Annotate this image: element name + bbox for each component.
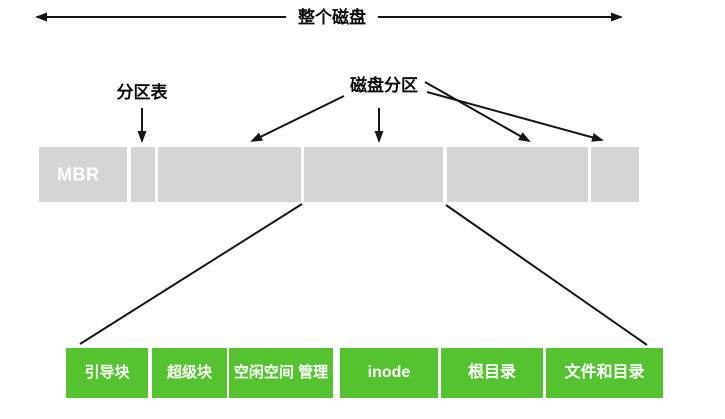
fs-segment-boot-block: 引导块 [66, 348, 148, 398]
disk-segment-partition-1 [158, 147, 301, 202]
fs-segment-label: 根目录 [467, 364, 516, 381]
fs-segment-label: 文件和目录 [564, 364, 645, 381]
disk-bar: MBR [39, 147, 639, 202]
disk-partition-arrows [250, 81, 604, 143]
fs-segment-label: 空闲空间 管理 [233, 364, 329, 381]
fs-segment-super-block: 超级块 [152, 348, 227, 398]
fs-segment-label: 超级块 [166, 364, 212, 381]
disk-segment-partition-table [131, 147, 155, 202]
fs-segment-label: 引导块 [84, 364, 130, 381]
fs-segment-inode: inode [340, 348, 438, 398]
fs-segment-free-space-mgmt: 空闲空间 管理 [229, 348, 333, 398]
fs-segment-root-dir: 根目录 [441, 348, 543, 398]
disk-segment-partition-2 [304, 147, 443, 202]
disk-partition-label: 磁盘分区 [350, 76, 418, 95]
mbr-label: MBR [57, 164, 100, 184]
partition-expansion-lines [79, 203, 648, 346]
fs-segment-label: inode [367, 364, 411, 381]
whole-disk-label: 整个磁盘 [298, 8, 366, 27]
filesystem-bar: 引导块 超级块 空闲空间 管理 inode 根目录 文件和目录 [66, 348, 663, 398]
disk-segment-mbr: MBR [39, 147, 127, 202]
disk-segment-partition-3 [447, 147, 588, 202]
partition-table-label: 分区表 [116, 83, 168, 102]
fs-segment-files-and-dirs: 文件和目录 [546, 348, 663, 398]
disk-segment-partition-4 [591, 147, 639, 202]
